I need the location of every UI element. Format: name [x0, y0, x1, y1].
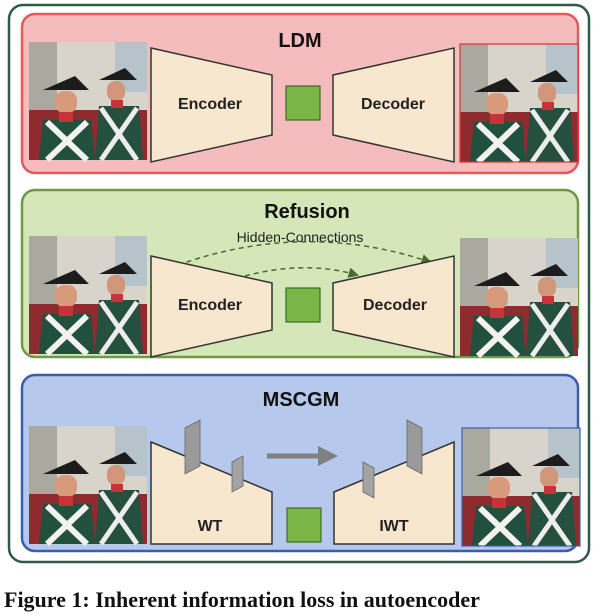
- ldm-decoder-label: Decoder: [361, 96, 425, 113]
- ldm-panel-title: LDM: [278, 30, 321, 52]
- hidden-connection-inner-arrow: [244, 267, 360, 278]
- refusion-encoder-label: Encoder: [178, 297, 242, 314]
- diagram-canvas: LDM Encoder Decoder Refusion Hidden-Conn…: [7, 3, 591, 564]
- mscgm-output-image: [462, 428, 580, 546]
- refusion-input-image: [29, 236, 147, 354]
- ldm-panel: LDM Encoder Decoder: [20, 12, 579, 175]
- architecture-figure: LDM Encoder Decoder Refusion Hidden-Conn…: [4, 3, 591, 612]
- iwt-subband-plane-large: [406, 419, 423, 475]
- mscgm-iwt-label: IWT: [379, 518, 409, 535]
- figure-caption: Figure 1: Inherent information loss in a…: [4, 587, 480, 612]
- mscgm-latent-square: [286, 507, 322, 543]
- mscgm-input-image: [29, 426, 147, 544]
- refusion-panel-title: Refusion: [264, 201, 350, 223]
- refusion-encoder-block: [150, 255, 273, 358]
- refusion-decoder-block: [332, 255, 455, 358]
- mscgm-output-image-border: [461, 427, 581, 547]
- ldm-output-image: [460, 44, 578, 162]
- ldm-latent-square: [285, 85, 321, 121]
- mscgm-wt-label: WT: [198, 518, 223, 535]
- refusion-decoder-label: Decoder: [363, 297, 427, 314]
- wt-subband-plane-large: [184, 419, 201, 475]
- ldm-output-image-border: [459, 43, 579, 163]
- refusion-latent-square: [285, 287, 321, 323]
- ldm-encoder-label: Encoder: [178, 96, 242, 113]
- ldm-decoder-block: [332, 47, 455, 163]
- refusion-output-image: [460, 238, 578, 356]
- ldm-encoder-block: [150, 47, 273, 163]
- wt-subband-plane-small: [231, 455, 244, 493]
- hidden-connections-label: Hidden-Connections: [237, 229, 364, 245]
- iwt-subband-plane-small: [362, 461, 375, 499]
- refusion-panel: Refusion Hidden-Connections Encoder Deco…: [20, 188, 578, 358]
- hidden-connection-outer-arrow: [177, 240, 432, 266]
- ldm-input-image: [29, 42, 147, 160]
- mscgm-panel: MSCGM WT IWT: [20, 373, 581, 553]
- mscgm-panel-title: MSCGM: [263, 389, 340, 411]
